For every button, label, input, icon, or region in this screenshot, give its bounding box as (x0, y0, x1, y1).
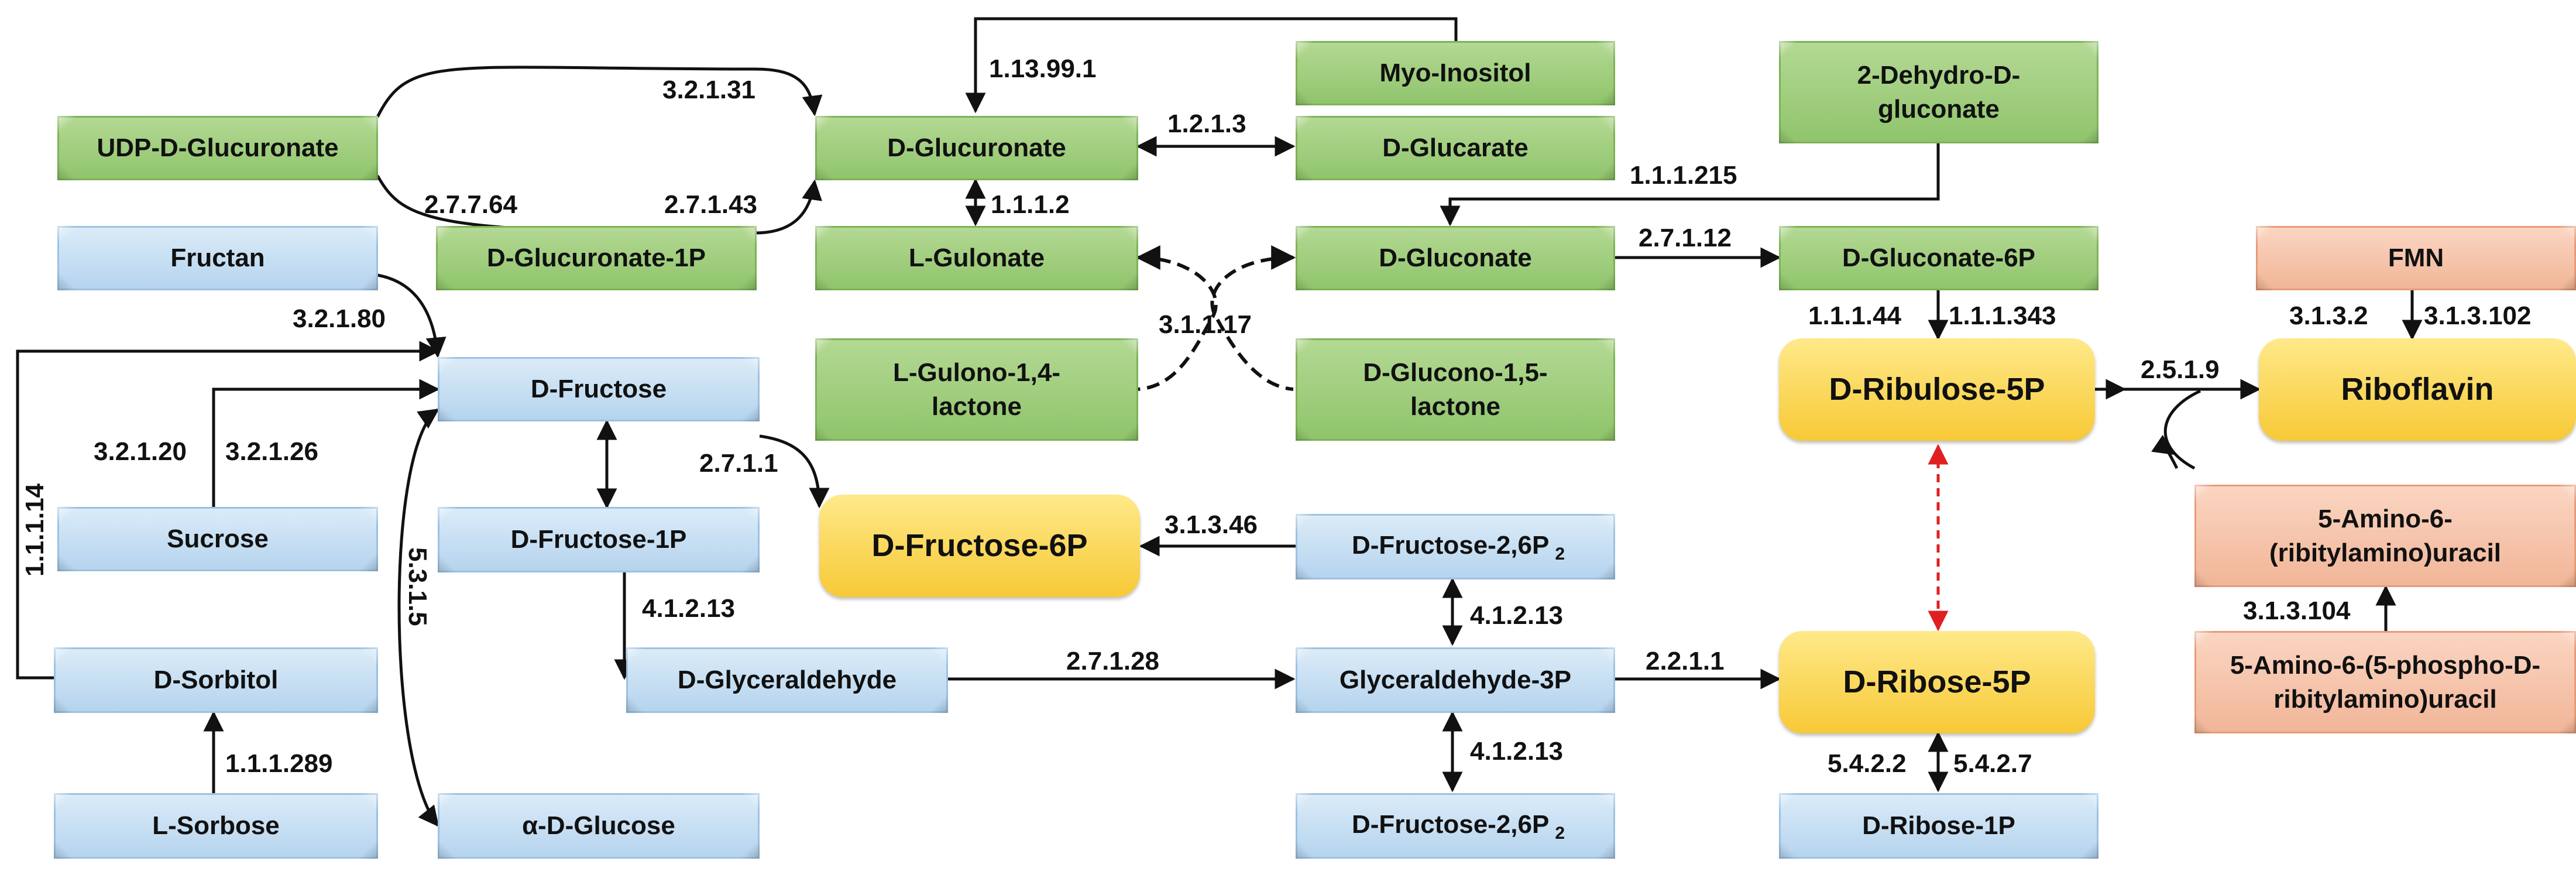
node-dehydro-gluconate: 2-Dehydro-D-gluconate (1779, 41, 2098, 143)
node-fructose-1p: D-Fructose-1P (438, 507, 760, 572)
enzyme-label: 3.1.1.17 (1159, 310, 1252, 339)
edge-amino-uracil-to-riboflavin-head (2151, 434, 2179, 469)
node-amino-ribitylamino-uracil: 5-Amino-6-(ribitylamino)uracil (2194, 485, 2576, 587)
enzyme-label: 1.13.99.1 (989, 54, 1097, 83)
enzyme-label: 1.2.1.3 (1167, 109, 1246, 138)
enzyme-label: 4.1.2.13 (1470, 601, 1564, 630)
node-fructan: Fructan (57, 226, 378, 290)
enzyme-label: 3.2.1.80 (293, 304, 386, 333)
node-ribose-5p: D-Ribose-5P (1779, 631, 2095, 733)
node-ribulose-5p: D-Ribulose-5P (1779, 338, 2095, 441)
node-d-glyceraldehyde: D-Glyceraldehyde (626, 647, 948, 713)
node-l-sorbose: L-Sorbose (54, 793, 378, 859)
enzyme-label: 3.1.3.104 (2243, 596, 2351, 625)
enzyme-label: 2.7.7.64 (424, 190, 518, 219)
enzyme-label: 2.2.1.1 (1646, 647, 1725, 675)
node-amino-phospho-uracil: 5-Amino-6-(5-phospho-D-ribitylamino)urac… (2194, 631, 2576, 733)
edge-fructan-to-fructose (377, 273, 446, 358)
enzyme-label: 5.3.1.5 (403, 547, 432, 626)
enzyme-label: 2.7.1.12 (1639, 224, 1732, 252)
enzyme-label: 3.2.1.26 (225, 437, 319, 466)
edge-fructose-to-fructose-6p (759, 434, 830, 509)
node-alpha-d-glucose: α-D-Glucose (438, 793, 760, 859)
node-d-fructose: D-Fructose (438, 357, 760, 421)
enzyme-label: 1.1.1.2 (991, 190, 1070, 219)
enzyme-label: 2.7.1.28 (1066, 647, 1160, 675)
node-glucono-lactone: D-Glucono-1,5-lactone (1296, 338, 1615, 441)
enzyme-label: 1.1.1.215 (1630, 161, 1737, 190)
enzyme-label: 5.4.2.2 (1828, 749, 1907, 778)
edge-sucrose-to-fructose (212, 379, 440, 507)
node-myo-inositol: Myo-Inositol (1296, 41, 1615, 105)
node-d-gluconate: D-Gluconate (1296, 226, 1615, 290)
node-d-sorbitol: D-Sorbitol (54, 647, 378, 713)
edge-myo-inositol-to-glucuronate (965, 17, 1458, 114)
node-sucrose: Sucrose (57, 507, 378, 571)
enzyme-label: 2.7.1.43 (664, 190, 758, 219)
enzyme-label: 5.4.2.7 (1953, 749, 2032, 778)
edge-amino-uracil-to-riboflavin-curve (2163, 389, 2201, 470)
edge-udp-to-glucuronate-top (376, 66, 823, 118)
enzyme-label: 2.5.1.9 (2141, 355, 2220, 384)
enzyme-label: 1.1.1.44 (1808, 301, 1902, 330)
node-gulono-lactone: L-Gulono-1,4-lactone (815, 338, 1138, 441)
node-udp-glucuronate: UDP-D-Glucuronate (57, 116, 378, 180)
node-fmn: FMN (2256, 226, 2576, 290)
node-fructose-6p: D-Fructose-6P (819, 495, 1140, 597)
edge-fructose-glucose-isomerase (397, 408, 439, 827)
node-ribose-1p: D-Ribose-1P (1779, 793, 2098, 859)
enzyme-label: 1.1.1.14 (20, 483, 49, 577)
edge-dehydrogluconate-to-gluconate (1440, 143, 1940, 227)
enzyme-label: 4.1.2.13 (642, 594, 736, 623)
enzyme-label: 3.1.3.102 (2424, 301, 2532, 330)
node-d-glucuronate: D-Glucuronate (815, 116, 1138, 180)
enzyme-label: 1.1.1.343 (1949, 301, 2056, 330)
enzyme-label: 3.1.3.46 (1165, 510, 1258, 539)
enzyme-label: 3.1.3.2 (2289, 301, 2368, 330)
edge-gulonate-lactone-dashed (1135, 245, 1218, 391)
edge-gluconate-lactone-dashed (1210, 245, 1296, 391)
node-l-gulonate: L-Gulonate (815, 226, 1138, 290)
node-glucuronate-1p: D-Glucuronate-1P (436, 226, 757, 290)
enzyme-label: 1.1.1.289 (225, 749, 333, 778)
edge-sorbitol-to-fructose (16, 341, 440, 680)
enzyme-label: 2.7.1.1 (699, 449, 778, 478)
enzyme-label: 4.1.2.13 (1470, 737, 1564, 766)
node-d-glucarate: D-Glucarate (1296, 116, 1615, 180)
node-glyceraldehyde-3p: Glyceraldehyde-3P (1296, 647, 1615, 713)
node-riboflavin: Riboflavin (2259, 338, 2576, 441)
enzyme-label: 3.2.1.20 (94, 437, 187, 466)
enzyme-label: 3.2.1.31 (662, 76, 756, 104)
node-gluconate-6p: D-Gluconate-6P (1779, 226, 2098, 290)
